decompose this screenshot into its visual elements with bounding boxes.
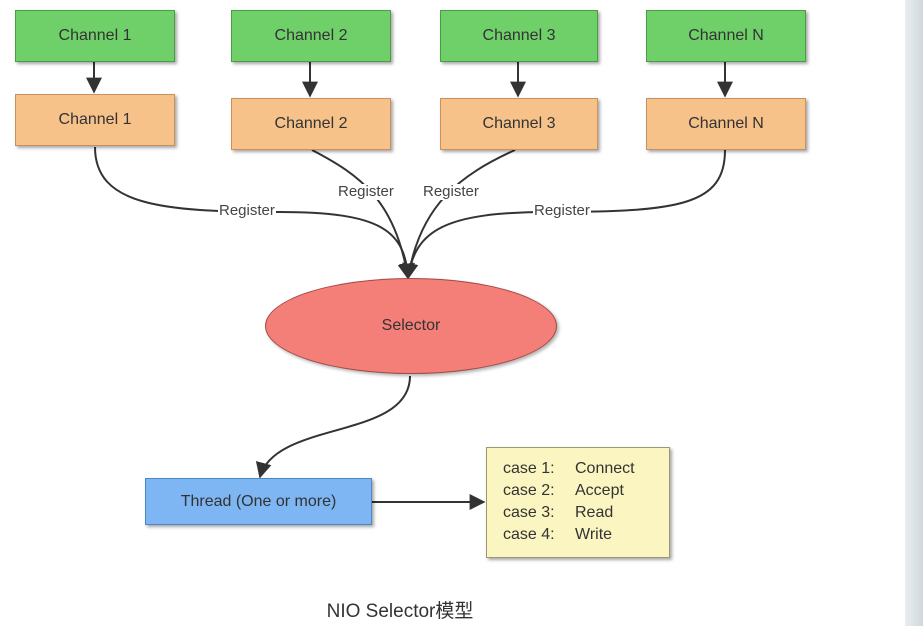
channel-top-n-label: Channel N — [688, 27, 764, 44]
channel-registered-1: Channel 1 — [15, 94, 175, 146]
channel-top-2-label: Channel 2 — [274, 27, 348, 44]
channel-top-3: Channel 3 — [440, 10, 598, 62]
register-label-2: Register — [337, 183, 395, 200]
channel-top-n: Channel N — [646, 10, 806, 62]
case-label-3: case 3: — [503, 504, 555, 521]
channel-top-1-label: Channel 1 — [58, 27, 132, 44]
channel-top-1: Channel 1 — [15, 10, 175, 62]
channel-registered-n-label: Channel N — [688, 115, 764, 132]
case-event-2: Accept — [575, 482, 624, 499]
thread-box: Thread (One or more) — [145, 478, 372, 525]
thread-label: Thread (One or more) — [180, 492, 337, 510]
register-label-1: Register — [218, 202, 276, 219]
selector-to-thread-curve — [255, 375, 411, 479]
case-row-3: case 3: Read — [503, 502, 669, 524]
diagram-caption: NIO Selector模型 — [326, 601, 474, 622]
channel-registered-n: Channel N — [646, 98, 806, 150]
case-list: case 1: Connect case 2: Accept case 3: Read… — [486, 447, 670, 558]
case-event-4: Write — [575, 526, 613, 543]
selector-label: Selector — [381, 317, 441, 334]
case-label-4: case 4: — [503, 526, 555, 543]
channel-top-2: Channel 2 — [231, 10, 391, 62]
case-row-2: case 2: Accept — [503, 480, 669, 502]
case-event-1: Connect — [575, 460, 635, 477]
case-label-2: case 2: — [503, 482, 555, 499]
channel-registered-3: Channel 3 — [440, 98, 598, 150]
case-event-3: Read — [575, 504, 614, 521]
register-curve-1 — [94, 146, 416, 280]
channel-registered-2-label: Channel 2 — [274, 115, 348, 132]
selector-ellipse: Selector — [265, 278, 557, 374]
channel-registered-2: Channel 2 — [231, 98, 391, 150]
case-row-4: case 4: Write — [503, 524, 669, 546]
register-label-n: Register — [533, 202, 591, 219]
channel-registered-3-label: Channel 3 — [482, 115, 556, 132]
channel-top-3-label: Channel 3 — [482, 27, 556, 44]
channel-registered-1-label: Channel 1 — [58, 111, 132, 128]
case-row-1: case 1: Connect — [503, 458, 669, 480]
case-label-1: case 1: — [503, 460, 555, 477]
window-edge-strip — [905, 0, 923, 626]
register-label-3: Register — [422, 183, 480, 200]
